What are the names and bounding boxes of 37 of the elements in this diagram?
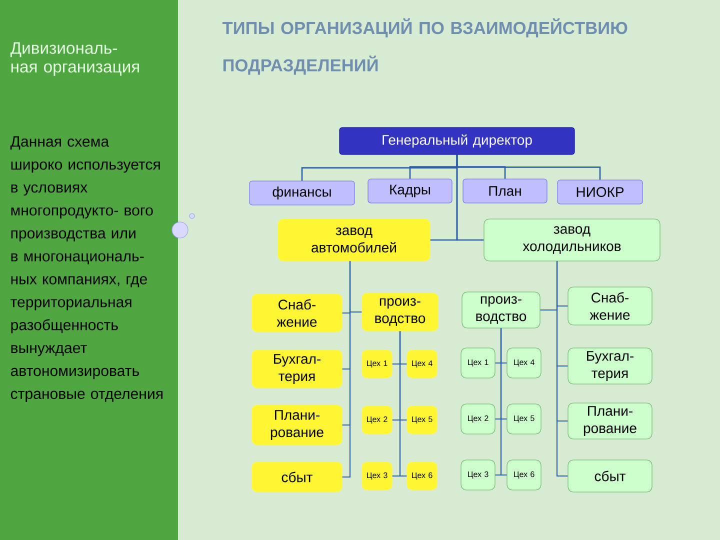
workshop-box: Цех 4 xyxy=(406,350,438,378)
division-box: Снаб- жение xyxy=(568,286,652,326)
connector-line xyxy=(456,154,484,241)
department-box: НИОКР xyxy=(557,180,643,204)
workshop-box: Цех 1 xyxy=(362,350,392,378)
division-box: Плани- рование xyxy=(252,404,342,446)
workshop-box: Цех 2 xyxy=(362,406,392,434)
division-box: Снаб- жение xyxy=(252,294,342,332)
connector-line xyxy=(342,261,351,478)
division-box: завод холодильников xyxy=(484,218,660,262)
division-box: сбыт xyxy=(568,460,652,492)
department-box: План xyxy=(462,178,548,204)
connector-line xyxy=(500,328,507,476)
department-box: финансы xyxy=(249,180,355,206)
division-box: сбыт xyxy=(252,462,342,492)
workshop-box: Цех 6 xyxy=(506,460,542,490)
division-box: Бухгал- терия xyxy=(568,348,652,384)
workshop-box: Цех 5 xyxy=(406,406,438,434)
side-heading: Дивизиональ- ная организация xyxy=(10,42,139,76)
workshop-box: Цех 4 xyxy=(506,348,542,378)
description-text: Данная схема широко используется в условиях многопродукто- вого производства или в многонациональ- ных компаниях, где территориальная разобщенность вынуждает автономизировать страновые отделения xyxy=(10,136,162,402)
division-box: произ- водство xyxy=(362,292,438,332)
workshop-box: Цех 3 xyxy=(460,460,496,490)
division-box: Плани- рование xyxy=(568,402,652,440)
title: ТИПЫ ОРГАНИЗАЦИЙ ПО ВЗАИМОДЕЙСТВИЮ ПОДРАЗДЕЛЕНИЙ xyxy=(222,18,628,75)
division-box: произ- водство xyxy=(462,292,540,328)
workshop-box: Цех 6 xyxy=(406,462,438,490)
workshop-box: Цех 1 xyxy=(460,348,496,378)
division-box: завод автомобилей xyxy=(278,218,430,262)
workshop-box: Цех 2 xyxy=(460,404,496,434)
connector-line xyxy=(399,331,407,477)
department-box: Кадры xyxy=(368,178,452,204)
workshop-box: Цех 5 xyxy=(506,404,542,434)
division-box: Бухгал- терия xyxy=(252,350,342,388)
connector-line xyxy=(556,261,568,477)
workshop-box: Цех 3 xyxy=(362,462,392,490)
director-box: Генеральный директор xyxy=(339,127,575,155)
